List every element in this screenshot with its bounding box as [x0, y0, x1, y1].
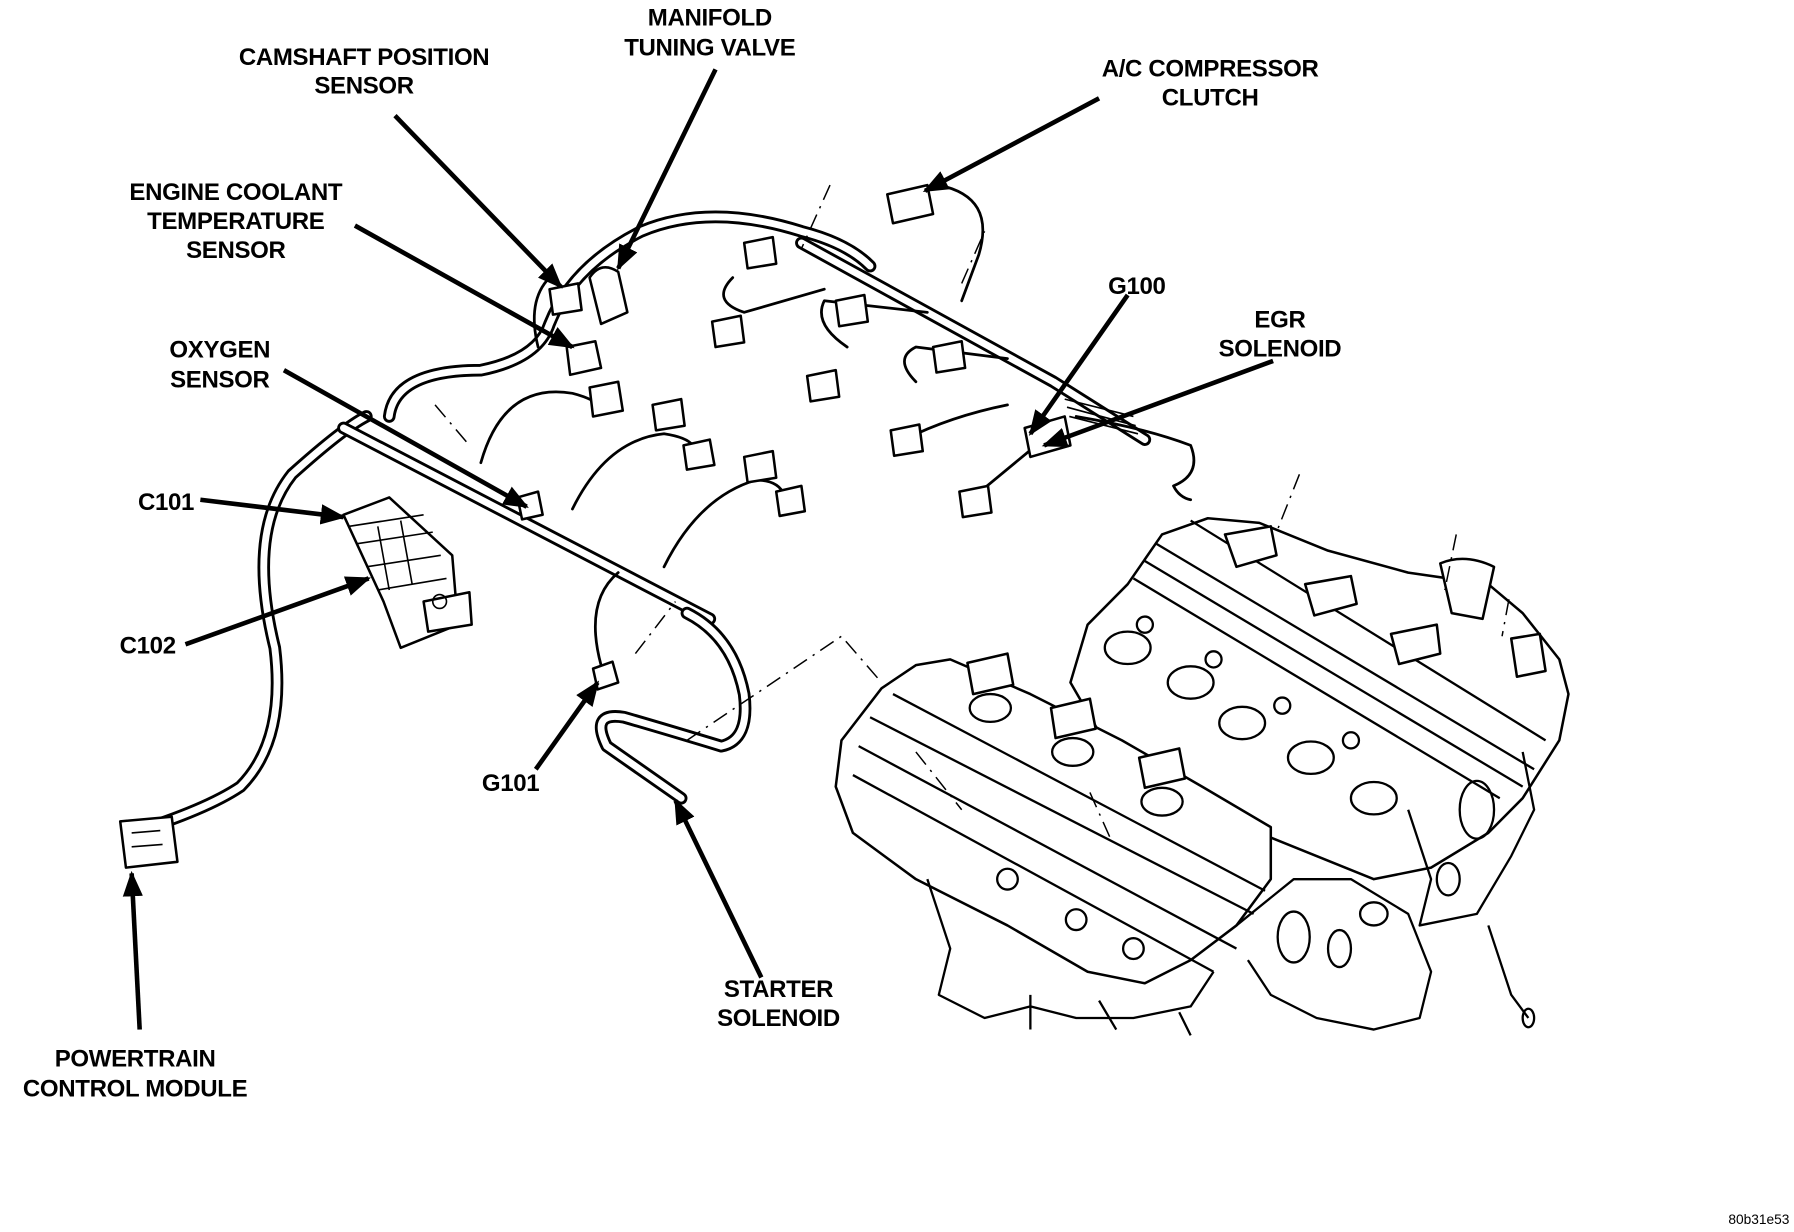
svg-text:G100: G100 [1108, 273, 1165, 300]
manifold-tuning-valve-part [588, 265, 629, 326]
connector-camshaft-sensor [548, 282, 583, 316]
leader-engine-coolant-sensor [353, 223, 575, 350]
label-powertrain-control-module: POWERTRAIN CONTROL MODULE [23, 1045, 248, 1102]
label-egr-solenoid: EGR SOLENOID [1219, 306, 1342, 362]
leader-powertrain-control-module [122, 870, 143, 1030]
callout-leaders [122, 68, 1274, 1030]
svg-text:SENSOR: SENSOR [170, 366, 269, 393]
svg-text:EGR: EGR [1254, 306, 1305, 333]
label-g101: G101 [482, 770, 540, 797]
leader-egr-solenoid [1041, 358, 1274, 448]
leader-g101 [533, 680, 600, 771]
svg-text:MANIFOLD: MANIFOLD [648, 4, 772, 31]
label-oxygen-sensor: OXYGEN SENSOR [169, 336, 270, 393]
svg-text:G101: G101 [482, 770, 539, 797]
label-camshaft-position-sensor: CAMSHAFT POSITION SENSOR [239, 44, 490, 100]
connector-pcm [118, 815, 179, 869]
leader-c102 [184, 576, 372, 647]
leader-starter-solenoid [673, 798, 764, 979]
leader-g100 [1028, 293, 1130, 436]
label-c101: C101 [138, 489, 194, 516]
svg-text:SENSOR: SENSOR [186, 237, 285, 264]
rear-injector-connectors [710, 235, 993, 519]
leader-camshaft-position-sensor [393, 114, 563, 289]
svg-text:CAMSHAFT POSITION: CAMSHAFT POSITION [239, 44, 489, 71]
leader-manifold-tuning-valve [616, 68, 718, 271]
svg-text:C101: C101 [138, 489, 194, 516]
label-ac-compressor-clutch: A/C COMPRESSOR CLUTCH [1102, 55, 1319, 111]
label-g100: G100 [1108, 273, 1166, 300]
connector-ac-clutch [886, 183, 935, 225]
svg-text:C102: C102 [120, 632, 176, 659]
connector-coolant-sensor [565, 339, 625, 418]
svg-text:CLUTCH: CLUTCH [1162, 84, 1259, 111]
svg-text:OXYGEN: OXYGEN [169, 336, 270, 363]
label-engine-coolant-temperature-sensor: ENGINE COOLANT TEMPERATURE SENSOR [129, 179, 343, 264]
front-injector-connectors [651, 397, 807, 518]
label-starter-solenoid: STARTER SOLENOID [717, 976, 840, 1032]
leader-oxygen-sensor [282, 368, 529, 509]
engine-block-illustration [834, 474, 1570, 1036]
svg-text:SOLENOID: SOLENOID [717, 1005, 840, 1032]
svg-text:SENSOR: SENSOR [314, 73, 413, 100]
figure-code: 80b31e53 [1728, 1211, 1789, 1227]
svg-text:TEMPERATURE: TEMPERATURE [147, 208, 325, 235]
label-manifold-tuning-valve: MANIFOLD TUNING VALVE [624, 4, 796, 61]
svg-text:STARTER: STARTER [724, 976, 833, 1003]
svg-text:TUNING VALVE: TUNING VALVE [624, 34, 795, 61]
label-c102: C102 [120, 632, 176, 659]
leader-ac-compressor-clutch [922, 96, 1101, 193]
svg-text:CONTROL MODULE: CONTROL MODULE [23, 1076, 248, 1103]
connector-c101-c102 [342, 496, 473, 650]
svg-text:A/C COMPRESSOR: A/C COMPRESSOR [1102, 55, 1319, 82]
leader-c101 [200, 497, 346, 525]
svg-text:SOLENOID: SOLENOID [1219, 335, 1342, 362]
svg-text:ENGINE COOLANT: ENGINE COOLANT [129, 179, 342, 206]
svg-text:POWERTRAIN: POWERTRAIN [55, 1045, 216, 1072]
